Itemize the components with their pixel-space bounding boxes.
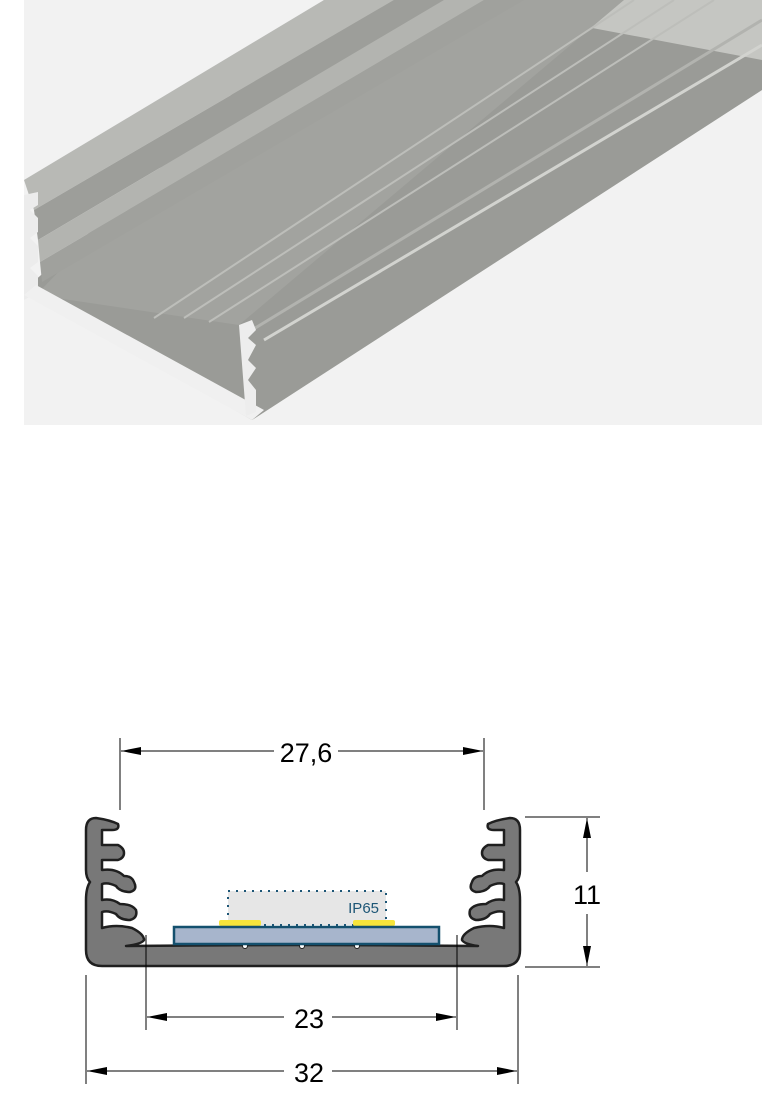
led-chip-right: [353, 920, 395, 926]
dimension-height: 11: [525, 816, 601, 968]
dimension-label-32: 32: [294, 1058, 324, 1088]
dimension-inner-top-width: 27,6: [119, 738, 485, 810]
led-chip-left: [219, 920, 261, 926]
dimension-label-11: 11: [573, 880, 601, 910]
dimension-outer-width: 32: [85, 975, 519, 1088]
dimension-inner-bottom-width: 23: [145, 935, 458, 1034]
dimension-label-23: 23: [294, 1004, 324, 1034]
ip-rating-label: IP65: [348, 900, 379, 917]
product-photo: [24, 0, 762, 425]
led-strip-pcb: [172, 925, 441, 946]
profile-cross-section: [84, 816, 522, 968]
ip65-zone: IP65: [227, 890, 387, 926]
dimension-label-27-6: 27,6: [280, 738, 333, 768]
technical-drawing: 27,6 IP65 11: [0, 700, 766, 1110]
